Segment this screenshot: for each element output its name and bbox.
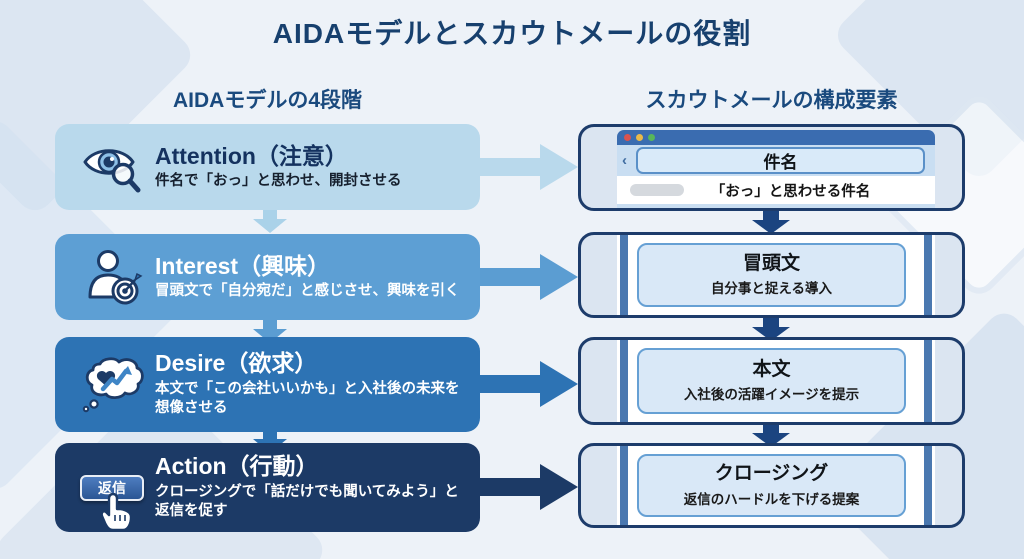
arrow-attention-to-subject xyxy=(480,144,578,190)
browser-nav-row: ‹ 件名 xyxy=(617,145,935,176)
right-column-header: スカウトメールの構成要素 xyxy=(645,89,898,112)
element-card: 冒頭文 自分事と捉える導入 xyxy=(637,243,906,307)
hand-cursor-icon xyxy=(100,492,133,531)
element-description: 入社後の活躍イメージを提示 xyxy=(683,387,860,403)
stage-description: クロージングで「話だけでも聞いてみよう」と返信を促す xyxy=(155,483,459,520)
window-edge-stripe xyxy=(620,340,628,422)
person-target-icon xyxy=(71,249,155,305)
down-arrow-interest-to-desire xyxy=(253,317,287,343)
stage-card-desire: Desire（欲求） 本文で「この会社いいかも」と入社後の未来を想像させる xyxy=(55,337,480,432)
back-chevron-icon: ‹ xyxy=(622,152,627,169)
stage-description: 本文で「この会社いいかも」と入社後の未来を想像させる xyxy=(155,380,460,417)
subject-field: 件名 xyxy=(636,147,925,174)
stage-title: Interest（興味） xyxy=(155,252,331,279)
down-arrow-subject-to-opening xyxy=(752,208,790,234)
arrow-desire-to-body xyxy=(480,361,578,407)
arrow-interest-to-opening xyxy=(480,254,578,300)
element-title: クロージング xyxy=(714,463,829,485)
down-arrow-attention-to-interest xyxy=(253,207,287,233)
mail-element-closing-block: クロージング 返信のハードルを下げる提案 xyxy=(578,443,965,528)
page-gap xyxy=(617,204,935,208)
left-column-header: AIDAモデルの4段階 xyxy=(172,89,362,112)
maximize-window-icon xyxy=(648,134,655,141)
mail-element-body-block: 本文 入社後の活躍イメージを提示 xyxy=(578,337,965,425)
down-arrow-desire-to-action xyxy=(253,427,287,453)
eye-magnifier-icon xyxy=(71,140,155,194)
element-card: クロージング 返信のハードルを下げる提案 xyxy=(637,454,906,517)
element-description: 自分事と捉える導入 xyxy=(710,281,833,297)
page-title: AIDAモデルとスカウトメールの役割 xyxy=(272,18,752,49)
mail-row-partial xyxy=(617,208,935,210)
mail-element-subject-block: ‹ 件名 「おっ」と思わせる件名 xyxy=(578,124,965,211)
stage-card-interest: Interest（興味） 冒頭文で「自分宛だ」と感じさせ、興味を引く xyxy=(55,234,480,320)
stage-title: Desire（欲求） xyxy=(155,350,318,377)
window-edge-stripe xyxy=(924,235,932,315)
element-description: 返信のハードルを下げる提案 xyxy=(683,491,860,507)
stage-description: 件名で「おっ」と思わせ、開封させる xyxy=(155,172,402,189)
window-edge-stripe xyxy=(620,235,628,315)
stage-card-action: 返信 Action（行動） クロージングで「話だけでも聞いてみよう」と返信を促す xyxy=(55,443,480,532)
reply-button-cursor-icon: 返信 xyxy=(71,474,155,531)
stage-title: Attention（注意） xyxy=(155,142,348,169)
mail-element-opening-block: 冒頭文 自分事と捉える導入 xyxy=(578,232,965,318)
element-title: 冒頭文 xyxy=(742,252,800,274)
window-edge-stripe xyxy=(924,446,932,525)
mail-row: 「おっ」と思わせる件名 xyxy=(617,176,935,204)
subject-description: 「おっ」と思わせる件名 xyxy=(710,183,871,200)
stage-description: 冒頭文で「自分宛だ」と感じさせ、興味を引く xyxy=(155,282,460,299)
down-arrow-opening-to-body xyxy=(752,315,790,341)
stage-title: Action（行動） xyxy=(155,453,319,480)
element-card: 本文 入社後の活躍イメージを提示 xyxy=(637,348,906,414)
sender-placeholder xyxy=(630,184,684,196)
window-edge-stripe xyxy=(620,446,628,525)
arrow-action-to-closing xyxy=(480,464,578,510)
stage-card-attention: Attention（注意） 件名で「おっ」と思わせ、開封させる xyxy=(55,124,480,210)
browser-window: ‹ 件名 「おっ」と思わせる件名 xyxy=(617,130,935,210)
minimize-window-icon xyxy=(636,134,643,141)
element-title: 本文 xyxy=(752,358,791,380)
window-edge-stripe xyxy=(924,340,932,422)
close-window-icon xyxy=(624,134,631,141)
down-arrow-body-to-closing xyxy=(752,421,790,447)
browser-titlebar xyxy=(617,130,935,145)
thought-bubble-heart-icon xyxy=(71,356,155,414)
